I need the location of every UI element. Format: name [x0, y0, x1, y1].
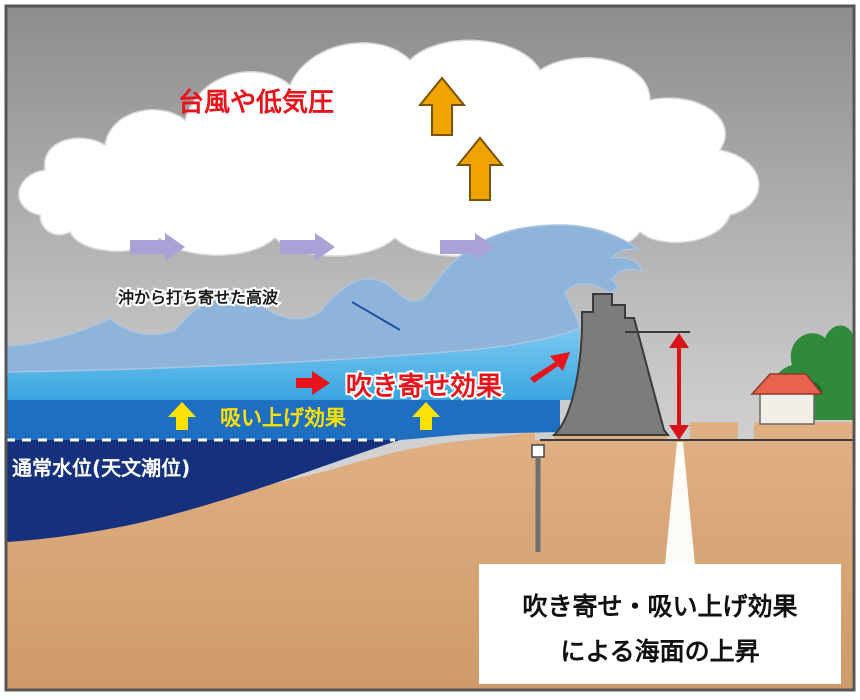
height-indicator-icon	[669, 333, 689, 440]
normal-level-label: 通常水位(天文潮位)	[12, 456, 190, 480]
diagram-frame	[4, 4, 856, 692]
pointer-line-icon	[351, 301, 401, 331]
weather-label: 台風や低気圧	[178, 87, 334, 118]
house	[750, 373, 824, 425]
normal-sea-level	[6, 440, 400, 542]
right-arrow-icon	[530, 352, 570, 383]
wind-setup-label: 吹き寄せ効果	[346, 371, 502, 402]
rise-callout-line1: 吹き寄せ・吸い上げ効果	[522, 592, 797, 621]
wind-setup-water	[6, 328, 580, 400]
right-arrow-icon	[296, 371, 330, 395]
up-arrow-icon	[455, 136, 505, 201]
suction-label: 吸い上げ効果	[220, 406, 346, 430]
right-arrow-icon	[280, 233, 335, 261]
rise-callout-line2: による海面の上昇	[560, 637, 759, 666]
right-arrow-icon	[130, 233, 185, 261]
rise-callout: 吹き寄せ・吸い上げ効果 による海面の上昇	[479, 564, 841, 684]
storm-cloud	[18, 39, 760, 257]
up-arrow-icon	[412, 402, 440, 430]
high-waves	[5, 224, 644, 373]
seawall	[551, 293, 671, 436]
wall-footing	[531, 444, 545, 458]
wind-arrows	[130, 233, 495, 261]
up-arrow-icon	[168, 402, 196, 430]
high-waves-label: 沖から打ち寄せた高波	[118, 288, 279, 307]
up-arrow-icon	[417, 76, 467, 136]
rise-pointer-wedge	[665, 442, 695, 565]
right-arrow-icon	[440, 233, 495, 261]
